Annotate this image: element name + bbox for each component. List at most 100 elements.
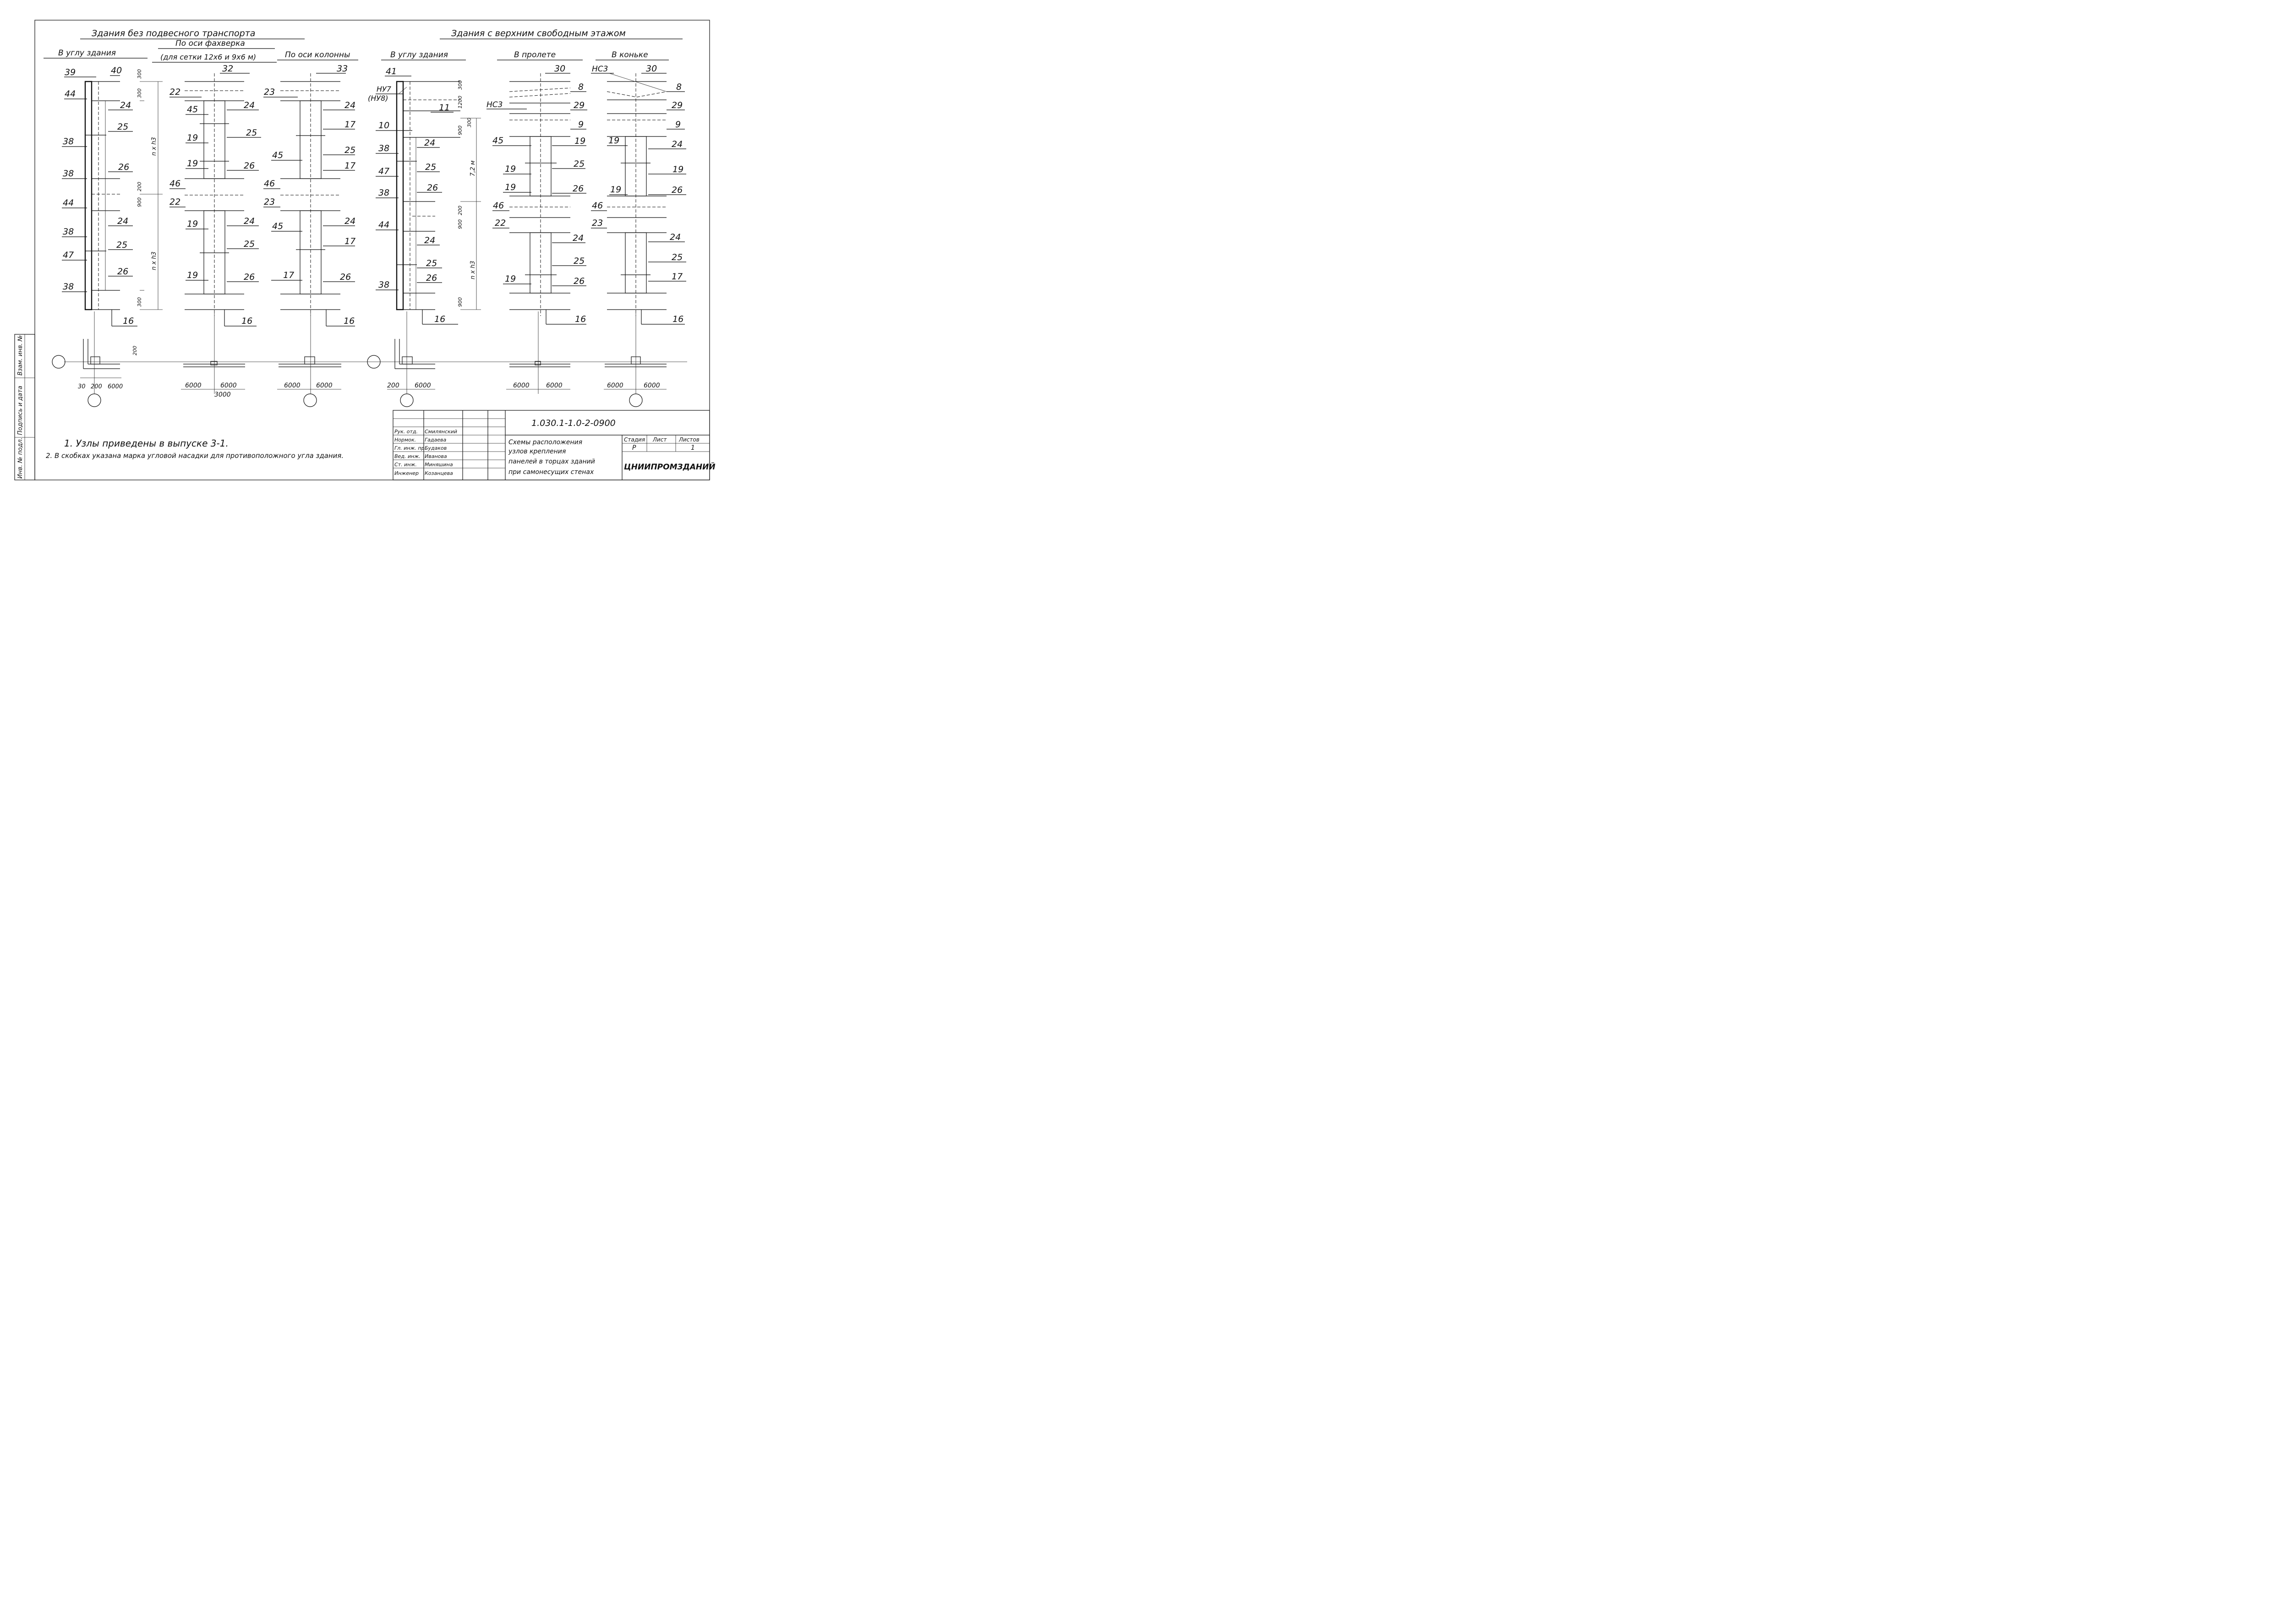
svg-text:6000: 6000 [415, 382, 431, 389]
mark: 26 [573, 184, 584, 194]
mark: 19 [574, 136, 585, 146]
mark: 8 [578, 82, 584, 92]
name-3: Иванова [425, 453, 447, 459]
title-line-2: узлов крепления [508, 448, 566, 455]
mark: 24 [670, 232, 681, 242]
mark: 17 [672, 272, 683, 282]
axis-marker-3 [400, 393, 414, 407]
svg-text:200: 200 [137, 182, 142, 191]
mark: 19 [505, 274, 516, 284]
mark: 16 [123, 316, 134, 326]
sheets-value: 1 [691, 444, 695, 452]
side-stamp-sign: Подпись и дата [17, 386, 24, 435]
mark: 10 [378, 120, 389, 131]
mark: 19 [505, 164, 516, 174]
mark: 24 [120, 100, 131, 110]
mark: 24 [244, 100, 255, 110]
note-1: 1. Узлы приведены в выпуске 3-1. [64, 438, 229, 449]
mark: 16 [575, 314, 586, 324]
svg-text:6000: 6000 [220, 382, 237, 389]
mark: 17 [283, 270, 294, 280]
mark: 46 [264, 179, 275, 189]
mark: 30 [646, 64, 657, 74]
note-2: 2. В скобках указана марка угловой насад… [46, 452, 344, 460]
svg-text:3000: 3000 [214, 391, 231, 398]
header-col1: В углу здания [58, 49, 116, 58]
title-block: Рук. отд. Смилянский Нормок. Гадаева Гл.… [393, 410, 716, 480]
mark: 17 [344, 161, 355, 171]
mark: 26 [244, 161, 255, 171]
mark: 38 [63, 282, 74, 292]
svg-text:6000: 6000 [316, 382, 333, 389]
mark: 19 [187, 133, 198, 143]
svg-text:7,2 м: 7,2 м [470, 160, 476, 176]
mark: 17 [344, 120, 355, 130]
mark: 26 [244, 272, 255, 282]
side-stamp-replace: Взам. инв. № [17, 335, 24, 376]
mark: 25 [244, 239, 255, 249]
header-group-right: Здания с верхним свободным этажом [451, 28, 626, 38]
drawing-code: 1.030.1-1.0-2-0900 [531, 418, 616, 428]
mark: НУ7 [377, 85, 392, 93]
svg-text:1200: 1200 [457, 96, 463, 109]
scheme-col6: НС3 30 19 19 46 23 8 29 9 24 19 26 24 25… [591, 64, 686, 325]
role-3: Вед. инж. [394, 453, 421, 459]
svg-text:200: 200 [91, 383, 102, 390]
mark: 8 [676, 82, 682, 92]
mark: 24 [344, 216, 355, 226]
headers: Здания без подвесного транспорта Здания … [44, 28, 683, 63]
side-stamp-inv: Инв. № подл. [17, 437, 24, 479]
svg-text:6000: 6000 [546, 382, 563, 389]
axis-marker-1 [87, 393, 101, 407]
mark: (НУ8) [368, 94, 388, 103]
mark: 19 [187, 219, 198, 229]
svg-text:n x h3: n x h3 [470, 261, 476, 279]
svg-text:900: 900 [457, 297, 463, 307]
name-1: Гадаева [425, 437, 446, 443]
sheets-label: Листов [678, 436, 700, 443]
header-col2-line2: (для сетки 12х6 и 9х6 м) [160, 53, 256, 61]
scheme-col4: 300 1200 900 300 200 900 900 7,2 м n x h… [368, 66, 481, 325]
sheet-label: Лист [652, 436, 667, 443]
mark: 11 [439, 103, 450, 113]
name-2: Будаков [425, 445, 447, 451]
svg-text:200: 200 [457, 206, 463, 215]
mark: 22 [169, 197, 180, 207]
header-col3: По оси колонны [285, 50, 350, 60]
mark: 38 [378, 143, 389, 153]
title-line-1: Схемы расположения [508, 439, 582, 446]
svg-text:900: 900 [457, 219, 463, 229]
mark: 9 [675, 120, 681, 130]
side-stamp: Инв. № подл. Подпись и дата Взам. инв. № [14, 334, 35, 480]
sheet-frame [34, 20, 710, 480]
mark: 45 [272, 221, 283, 231]
mark: 16 [434, 314, 445, 324]
header-group-left: Здания без подвесного транспорта [92, 28, 255, 38]
mark: 16 [672, 314, 683, 324]
mark: 38 [378, 188, 389, 198]
mark: 38 [63, 227, 74, 237]
svg-text:900: 900 [137, 197, 142, 207]
mark: 45 [492, 136, 503, 146]
svg-text:900: 900 [457, 125, 463, 135]
svg-text:300: 300 [466, 118, 472, 127]
scheme-col5: 30 НС3 45 19 19 46 22 19 8 29 9 19 25 26… [487, 64, 587, 325]
plan-strip: 30 200 6000 200 6000 6000 3000 6000 6000… [52, 311, 687, 407]
title-line-3: панелей в торцах зданий [508, 458, 595, 465]
mark: НС3 [592, 65, 608, 74]
mark: 9 [578, 120, 584, 130]
mark: 25 [344, 145, 355, 155]
header-col4: В углу здания [390, 50, 448, 60]
mark: 19 [608, 136, 619, 146]
mark: 46 [493, 201, 504, 211]
svg-text:6000: 6000 [185, 382, 202, 389]
mark: 24 [117, 216, 128, 226]
header-col2-line1: По оси фахверка [175, 39, 245, 48]
axis-marker-2 [303, 393, 317, 407]
mark: 25 [574, 256, 585, 266]
mark: 22 [495, 218, 506, 228]
mark: 24 [244, 216, 255, 226]
mark: 25 [672, 252, 683, 262]
mark: 23 [264, 87, 275, 97]
svg-text:n x h3: n x h3 [151, 137, 158, 156]
